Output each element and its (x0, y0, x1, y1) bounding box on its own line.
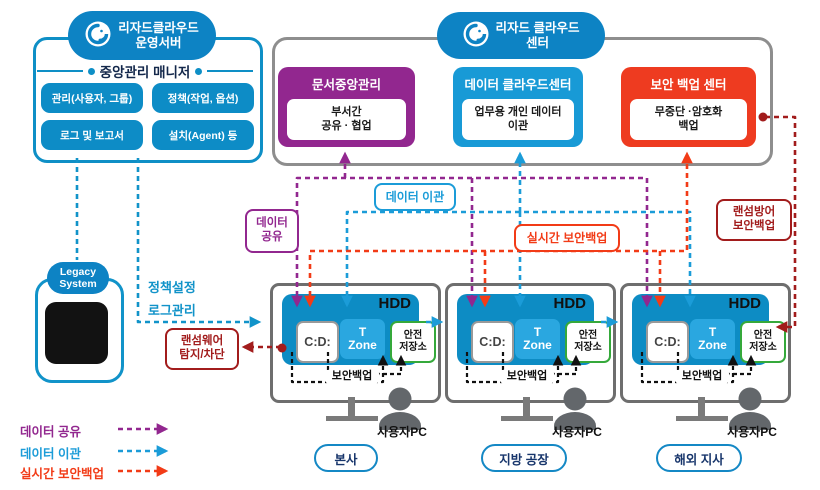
site-pill-regional-factory: 지방 공장 (481, 444, 567, 472)
manager-button-users: 관리(사용자, 그룹) (41, 83, 143, 113)
hdd-area: HDD C:D: T Zone 안전 저장소 (632, 294, 786, 365)
lizard-logo-icon (463, 21, 489, 51)
c-drive-box: C:D: (471, 321, 514, 363)
site-pill-overseas-branch: 해외 지사 (656, 444, 742, 472)
c-drive-box: C:D: (646, 321, 689, 363)
lizard-logo-icon (85, 21, 111, 51)
backup-label: 보안백업 (674, 369, 730, 385)
service-box-secure-backup-center: 보안 백업 센터 무중단 ·암호화 백업 (621, 67, 756, 147)
dot-icon (195, 67, 203, 75)
manager-button-install: 설치(Agent) 등 (152, 120, 254, 150)
safe-storage-box: 안전 저장소 (390, 321, 436, 363)
pc-monitor: HDD C:D: T Zone 안전 저장소 (270, 283, 441, 403)
ops-server-pill: 리자드클라우드 운영서버 (68, 11, 216, 60)
legend-data-share: 데이터 공유 (20, 424, 81, 439)
t-zone-box: T Zone (340, 319, 385, 359)
hdd-area: HDD C:D: T Zone 안전 저장소 (282, 294, 436, 365)
data-migration-label: 데이터 이관 (374, 183, 456, 211)
legend-realtime-backup: 실시간 보안백업 (20, 466, 104, 481)
t-zone-box: T Zone (515, 319, 560, 359)
central-manager-title: 중앙관리 매니저 (99, 65, 191, 80)
ops-server-title: 리자드클라우드 운영서버 (118, 20, 199, 50)
site-pill-headquarters: 본사 (314, 444, 378, 472)
manager-button-logs: 로그 및 보고서 (41, 120, 143, 150)
monitor-stand-base (501, 416, 553, 421)
backup-label: 보안백업 (499, 369, 555, 385)
monitor-stand (348, 397, 355, 416)
monitor-stand (698, 397, 705, 416)
divider-line (37, 70, 83, 72)
service-title: 문서중앙관리 (311, 78, 381, 92)
cloud-center-title: 리자드 클라우드 센터 (495, 20, 580, 50)
c-drive-box: C:D: (296, 321, 339, 363)
backup-label: 보안백업 (324, 369, 380, 385)
legacy-system-label: Legacy System (59, 265, 97, 290)
divider-line (207, 70, 254, 72)
legacy-system-pill: Legacy System (47, 262, 109, 294)
manager-button-grid: 관리(사용자, 그룹) 정책(작업, 옵션) 로그 및 보고서 설치(Agent… (41, 83, 254, 150)
user-pc-label: 사용자PC (727, 425, 777, 439)
service-box-data-cloud-center: 데이터 클라우드센터 업무용 개인 데이터 이관 (453, 67, 583, 147)
monitor-stand-base (326, 416, 378, 421)
hdd-label: HDD (378, 295, 412, 312)
pc-monitor: HDD C:D: T Zone 안전 저장소 (620, 283, 791, 403)
data-share-label: 데이터 공유 (245, 209, 299, 253)
monitor-stand-base (676, 416, 728, 421)
user-icon (728, 386, 772, 435)
service-detail: 부서간 공유 · 협업 (287, 99, 406, 140)
legend-data-migration: 데이터 이관 (20, 446, 81, 461)
safe-storage-box: 안전 저장소 (565, 321, 611, 363)
ransomware-detect-block-label: 랜섬웨어 탐지/차단 (165, 328, 239, 370)
user-pc-label: 사용자PC (377, 425, 427, 439)
hdd-label: HDD (728, 295, 762, 312)
t-zone-box: T Zone (690, 319, 735, 359)
user-icon (553, 386, 597, 435)
service-title: 데이터 클라우드센터 (464, 78, 572, 92)
policy-log-label: 정책설정 로그관리 (148, 280, 196, 318)
service-title: 보안 백업 센터 (650, 78, 727, 92)
hdd-label: HDD (553, 295, 587, 312)
service-detail: 업무용 개인 데이터 이관 (462, 99, 574, 140)
user-icon (378, 386, 422, 435)
realtime-backup-label: 실시간 보안백업 (514, 224, 620, 252)
dot-icon (87, 67, 95, 75)
user-pc-label: 사용자PC (552, 425, 602, 439)
manager-button-policy: 정책(작업, 옵션) (152, 83, 254, 113)
service-detail: 무중단 ·암호화 백업 (630, 99, 747, 140)
safe-storage-box: 안전 저장소 (740, 321, 786, 363)
hdd-area: HDD C:D: T Zone 안전 저장소 (457, 294, 611, 365)
central-manager-row: 중앙관리 매니저 (37, 63, 254, 80)
service-box-document-management: 문서중앙관리 부서간 공유 · 협업 (278, 67, 415, 147)
pc-monitor: HDD C:D: T Zone 안전 저장소 (445, 283, 616, 403)
legacy-system-server (45, 302, 108, 364)
monitor-stand (523, 397, 530, 416)
cloud-center-pill: 리자드 클라우드 센터 (437, 12, 605, 59)
ransom-defense-backup-label: 랜섬방어 보안백업 (716, 199, 792, 241)
